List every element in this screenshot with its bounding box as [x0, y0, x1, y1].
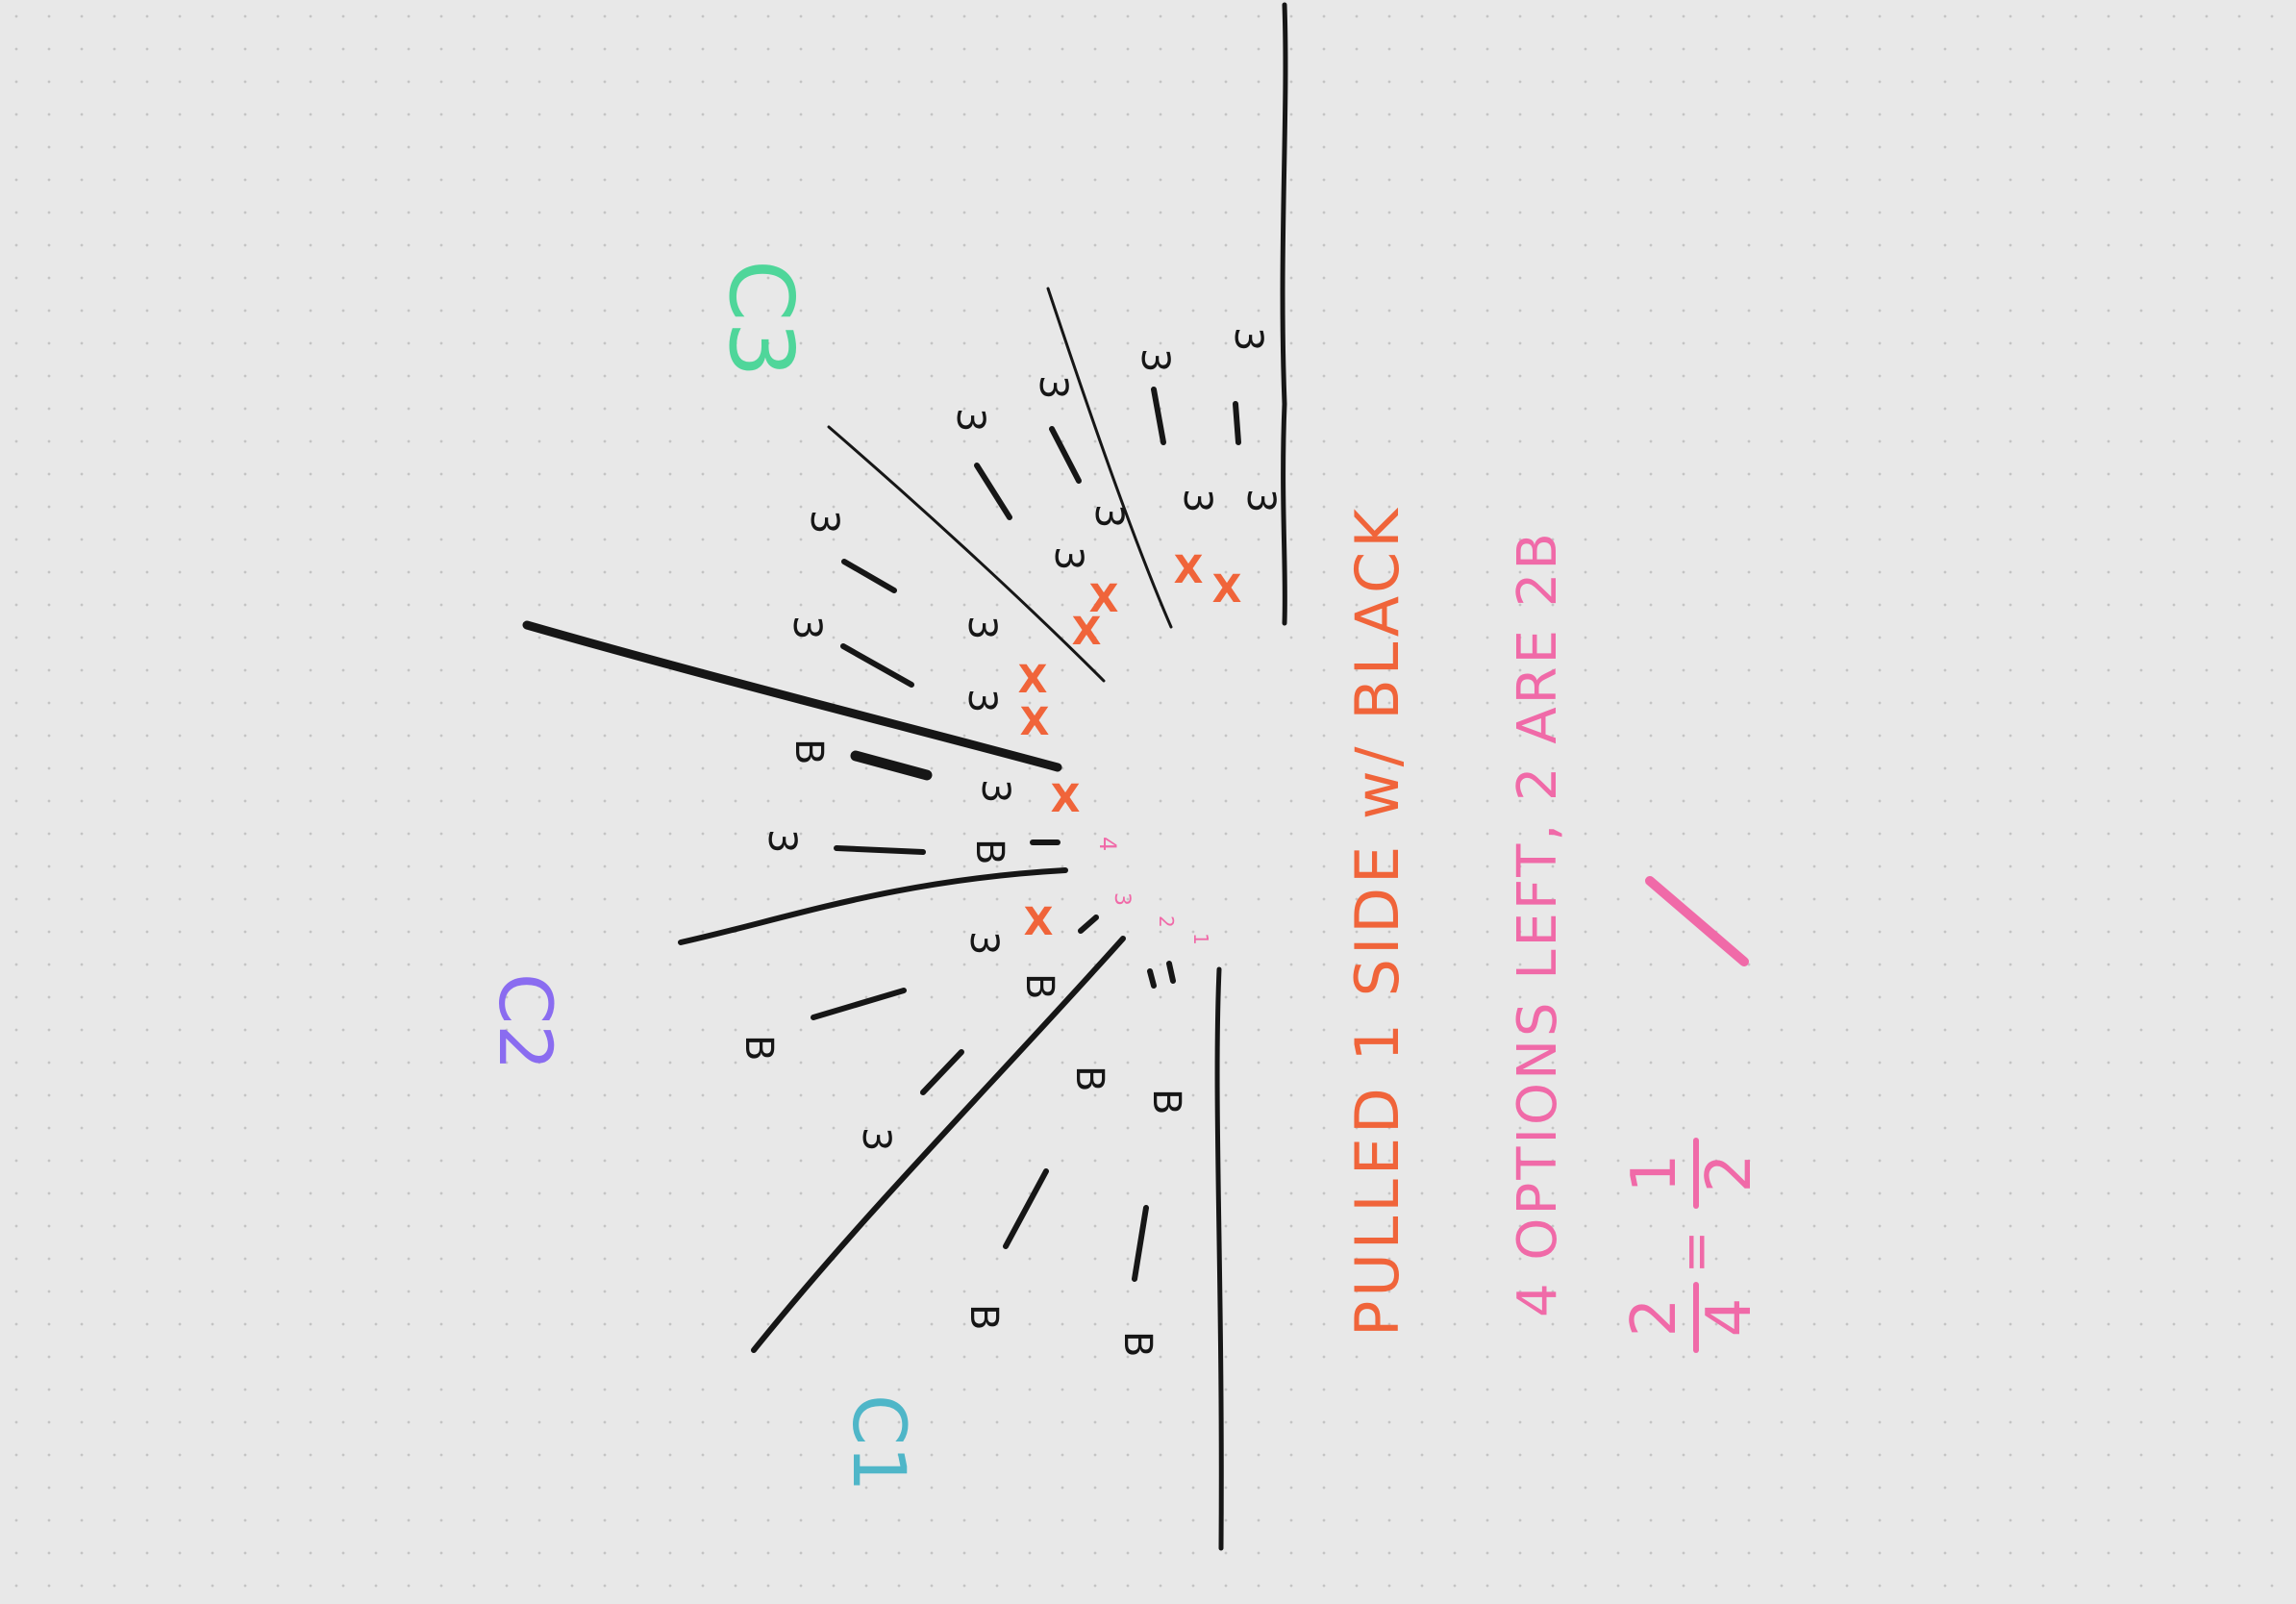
mark-3: 3 [1046, 546, 1090, 570]
mark-3: 3 [802, 510, 846, 534]
mark-b: B [1017, 973, 1061, 999]
mark-3: 3 [785, 615, 829, 639]
divider-line-5 [751, 936, 1126, 1353]
note-line-pulled-side-black: PULLED 1 SIDE w/ BLACK [1342, 505, 1412, 1337]
fraction-numerator-2: 1 [1619, 1154, 1690, 1193]
label-c1: C1 [836, 1394, 922, 1491]
divider-line-2 [827, 425, 1106, 683]
fraction-equation: 2 4 = 1 2 [1619, 1138, 1765, 1353]
equals-sign: = [1665, 1230, 1726, 1273]
small-number: 2 [1155, 915, 1178, 928]
divider-line-1 [1046, 287, 1173, 629]
small-number-group: 4 3 2 1 [1094, 837, 1212, 945]
cross-mark: X [1024, 900, 1054, 944]
mark-b: B [961, 1304, 1006, 1330]
label-c3: C3 [710, 260, 812, 378]
mark-b: B [736, 1035, 781, 1061]
fraction-denominator-2: 2 [1694, 1154, 1765, 1193]
cross-mark: X [1212, 567, 1242, 612]
cross-mark: X [1051, 777, 1081, 821]
cross-mark: X [1018, 658, 1048, 702]
mark-3-group: 3 3 3 3 3 3 3 3 3 3 3 3 3 3 3 3 [760, 327, 1283, 1151]
mark-3: 3 [960, 689, 1004, 713]
fraction-numerator: 2 [1619, 1298, 1690, 1338]
cross-mark: X [1174, 548, 1204, 592]
divider-line-bottom-right [1214, 966, 1224, 1551]
dash-strokes [811, 387, 1241, 1282]
mark-b: B [1144, 1089, 1188, 1115]
mark-3: 3 [973, 779, 1017, 803]
divider-line-4 [678, 867, 1068, 945]
mark-b-group: B B B B B B B B [736, 739, 1188, 1357]
mark-b: B [967, 839, 1011, 865]
mark-3: 3 [854, 1127, 898, 1151]
divider-line-3 [522, 620, 1062, 772]
mark-3: 3 [1238, 489, 1283, 513]
mark-3: 3 [960, 615, 1004, 639]
cross-mark: X [1020, 700, 1050, 744]
mark-3: 3 [1133, 348, 1177, 372]
small-number: 4 [1094, 837, 1121, 851]
mark-b: B [1067, 1065, 1111, 1091]
mark-3: 3 [948, 408, 992, 432]
note-line-options-left: 4 OPTIONS LEFT, 2 ARE 2B [1507, 530, 1569, 1317]
check-stroke [1645, 876, 1749, 966]
mark-3: 3 [1175, 489, 1219, 513]
mark-3: 3 [961, 931, 1006, 955]
cross-mark: X [1089, 577, 1119, 621]
mark-3: 3 [760, 829, 804, 853]
divider-line-top-right [1280, 2, 1288, 626]
mark-b: B [786, 739, 831, 764]
cross-mark: X [1072, 610, 1102, 654]
mark-3: 3 [1226, 327, 1270, 351]
mark-b: B [1115, 1331, 1160, 1357]
cross-mark-group: X X X X X X X X [1018, 548, 1242, 944]
small-number: 1 [1189, 933, 1212, 945]
small-number: 3 [1110, 892, 1134, 906]
mark-3: 3 [1031, 375, 1075, 399]
fraction-denominator: 4 [1694, 1298, 1765, 1338]
mark-3: 3 [1086, 504, 1131, 528]
label-c2: C2 [483, 973, 568, 1070]
